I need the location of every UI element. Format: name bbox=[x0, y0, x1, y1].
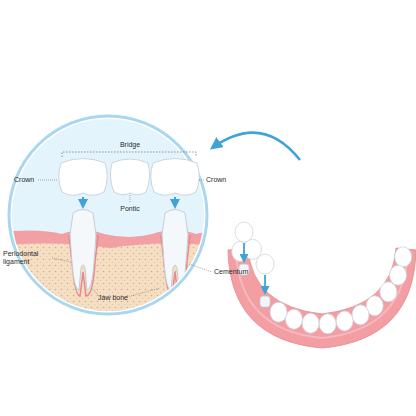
tooth bbox=[336, 311, 353, 331]
tooth bbox=[390, 265, 407, 285]
tooth bbox=[270, 302, 287, 322]
tooth bbox=[285, 309, 302, 329]
bridge-crown bbox=[243, 239, 261, 259]
abutment-tooth bbox=[260, 296, 270, 307]
tooth bbox=[395, 247, 412, 267]
tooth bbox=[380, 282, 397, 302]
crown-label: Crown bbox=[14, 176, 34, 184]
bridge-crown bbox=[256, 254, 274, 274]
placement-arrow bbox=[264, 275, 266, 293]
jaw-bone-label: Jaw bone bbox=[98, 294, 128, 302]
bridge-label: Bridge bbox=[120, 141, 140, 149]
periodontal-ligament-label: Periodontal ligament bbox=[3, 250, 51, 266]
tooth bbox=[319, 314, 336, 334]
bridge-crown bbox=[235, 222, 253, 242]
tooth bbox=[302, 313, 319, 333]
cementum-label: Cementum bbox=[214, 268, 248, 276]
tooth bbox=[352, 305, 369, 325]
placement-arrow bbox=[243, 243, 245, 261]
pontic-label: Pontic bbox=[120, 205, 139, 213]
crown-label: Crown bbox=[206, 176, 226, 184]
